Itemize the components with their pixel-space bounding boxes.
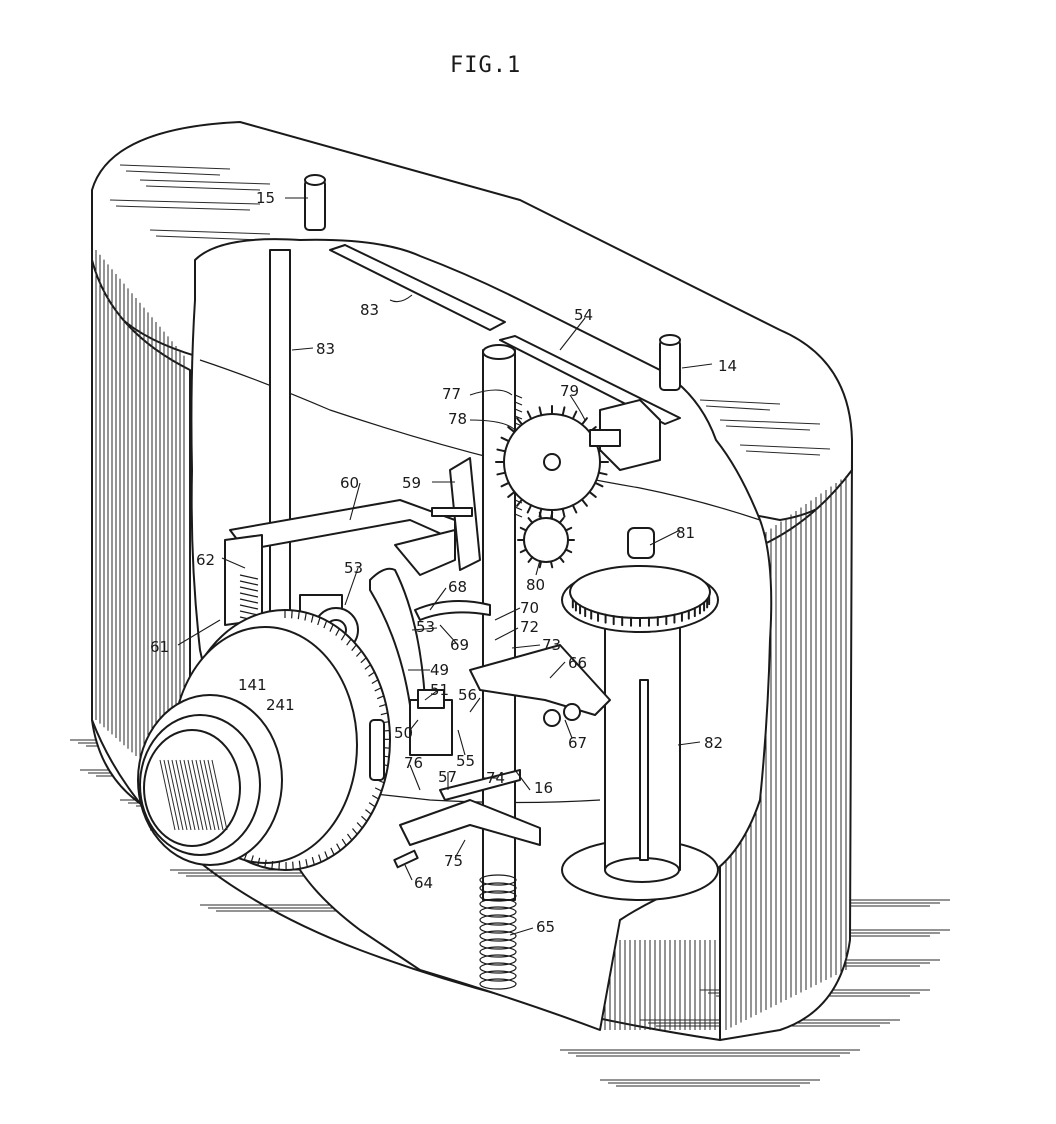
- label-68: 68: [448, 578, 467, 596]
- label-57: 57: [438, 768, 457, 786]
- label-53-upper: 53: [344, 559, 363, 577]
- label-76: 76: [404, 754, 423, 772]
- label-72: 72: [520, 618, 539, 636]
- pin-64: [393, 849, 419, 869]
- label-80: 80: [526, 576, 545, 594]
- gear-81: [571, 595, 711, 627]
- label-82: 82: [704, 734, 723, 752]
- label-55: 55: [456, 752, 475, 770]
- dial-assembly: [137, 609, 391, 871]
- label-53-lower: 53: [416, 618, 435, 636]
- label-241: 241: [266, 696, 295, 714]
- plate-66: [469, 644, 611, 727]
- label-62: 62: [196, 551, 215, 569]
- bracket-59: [431, 457, 481, 571]
- label-50: 50: [394, 724, 413, 742]
- label-74: 74: [486, 769, 505, 787]
- label-67: 67: [568, 734, 587, 752]
- label-59: 59: [402, 474, 421, 492]
- label-65: 65: [536, 918, 555, 936]
- vertical-rod-83: [269, 249, 291, 671]
- lever-68: [369, 567, 491, 706]
- gear-80: [517, 511, 575, 569]
- label-60: 60: [340, 474, 359, 492]
- label-78: 78: [448, 410, 467, 428]
- label-83-rail: 83: [360, 301, 379, 319]
- label-56: 56: [458, 686, 477, 704]
- reference-labels: 15 83 83 54 14 77 78 79 59 60 81 80 62 5…: [150, 189, 737, 936]
- label-83-rod: 83: [316, 340, 335, 358]
- label-64: 64: [414, 874, 433, 892]
- label-51: 51: [430, 681, 449, 699]
- post-14: [659, 334, 681, 391]
- plate-75: [399, 769, 541, 846]
- spring-65: [479, 874, 517, 990]
- label-66: 66: [568, 654, 587, 672]
- leader-lines: [177, 197, 713, 936]
- block-bracket: [589, 399, 661, 471]
- label-81: 81: [676, 524, 695, 542]
- label-77: 77: [442, 385, 461, 403]
- label-69: 69: [450, 636, 469, 654]
- label-16: 16: [534, 779, 553, 797]
- label-14: 14: [718, 357, 737, 375]
- post-15: [304, 174, 326, 231]
- label-141: 141: [238, 676, 267, 694]
- bracket-62: [224, 534, 263, 626]
- label-73: 73: [542, 636, 561, 654]
- label-79: 79: [560, 382, 579, 400]
- label-49: 49: [430, 661, 449, 679]
- label-61: 61: [150, 638, 169, 656]
- block-50-51: [409, 689, 453, 756]
- label-70: 70: [520, 599, 539, 617]
- label-15: 15: [256, 189, 275, 207]
- label-54: 54: [574, 306, 593, 324]
- figure-title: FIG.1: [450, 53, 521, 78]
- drum-82: [561, 527, 719, 901]
- label-75: 75: [444, 852, 463, 870]
